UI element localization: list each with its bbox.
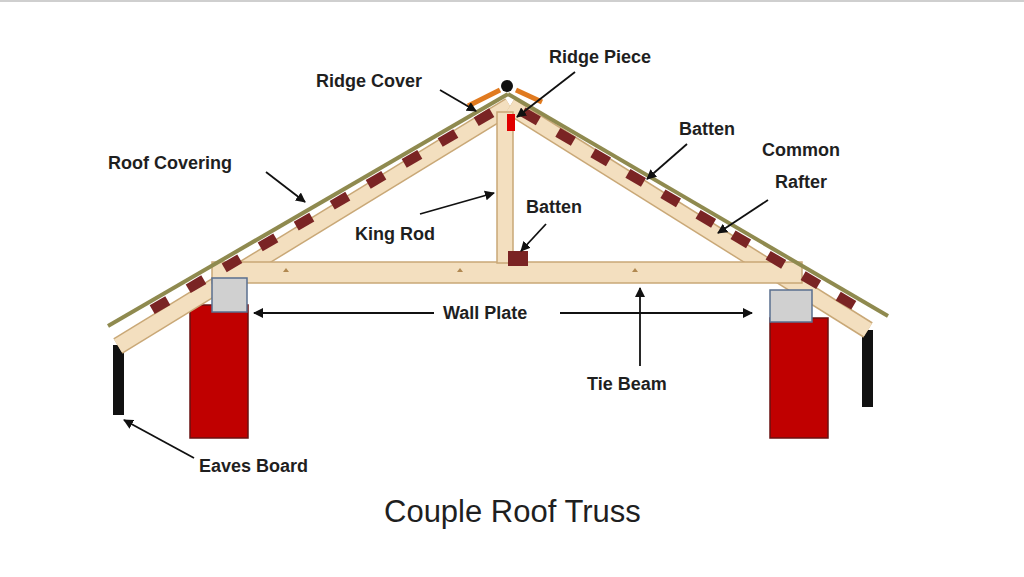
roof-covering [108, 94, 508, 326]
eaves-board [113, 345, 124, 415]
king-rod-label: King Rod [355, 223, 435, 245]
ridge-dot [501, 80, 513, 92]
wall [190, 305, 248, 438]
batten-label: Batten [679, 118, 735, 140]
wall-plate [212, 278, 247, 312]
roof-covering-label: Roof Covering [108, 152, 232, 174]
wall-plate [770, 290, 812, 322]
leader-lines [124, 72, 768, 458]
ridge-piece-label: Ridge Piece [549, 46, 651, 68]
eaves-board [862, 330, 873, 407]
eaves-board-label: Eaves Board [199, 455, 308, 477]
common-rafter [510, 106, 868, 330]
diagram-title: Couple Roof Truss [384, 494, 641, 530]
wall [770, 318, 828, 438]
wall-plate-label: Wall Plate [443, 302, 527, 324]
ridge-cover [468, 90, 500, 106]
batten [508, 251, 528, 266]
ridge-cover-label: Ridge Cover [316, 70, 422, 92]
common-rafter-label: Common Rafter [745, 134, 857, 198]
king-rod [497, 112, 513, 263]
ridge-piece [507, 114, 515, 131]
batten-label: Batten [526, 196, 582, 218]
roof-covering [508, 94, 888, 316]
tie-beam [212, 262, 802, 283]
tie-beam-label: Tie Beam [587, 373, 667, 395]
